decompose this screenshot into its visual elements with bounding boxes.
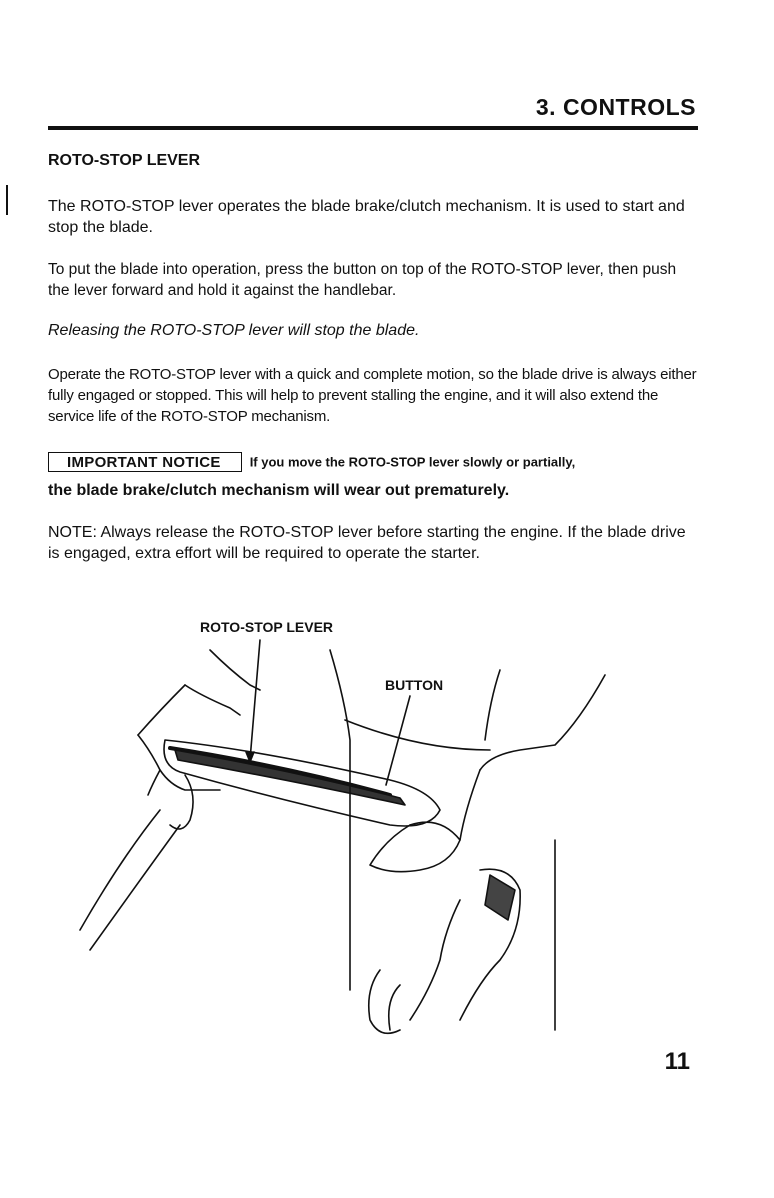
lower-bracket-inner — [387, 984, 401, 1031]
left-handle-bracket — [169, 774, 194, 830]
left-handle-tube-outer — [79, 809, 161, 931]
header-rule — [48, 126, 698, 130]
section-header: 3. CONTROLS — [535, 94, 696, 120]
label-roto-stop-lever: ROTO-STOP LEVER — [200, 619, 333, 635]
left-sleeve-fold — [184, 684, 241, 716]
body-crease — [344, 719, 491, 751]
important-notice-label: IMPORTANT NOTICE — [48, 452, 242, 472]
body-left-edge — [329, 649, 351, 991]
left-sleeve-cuff — [137, 684, 186, 736]
right-sleeve-cuff — [479, 674, 606, 771]
label-button: BUTTON — [385, 677, 443, 693]
paragraph-quick-motion: Operate the ROTO-STOP lever with a quick… — [48, 366, 697, 425]
paragraph-release: Releasing the ROTO-STOP lever will stop … — [48, 322, 420, 339]
control-housing — [459, 868, 521, 1021]
important-notice: IMPORTANT NOTICE If you move the ROTO-STO… — [48, 452, 708, 472]
roto-stop-lever-bar — [174, 749, 406, 806]
left-sleeve-edge — [209, 649, 261, 691]
important-notice-text: If you move the ROTO-STOP lever slowly o… — [249, 454, 576, 470]
lower-bracket — [367, 969, 401, 1035]
leader-line-button — [385, 695, 411, 786]
right-hand-outline — [369, 769, 481, 873]
left-thumb — [147, 769, 161, 796]
control-cable — [409, 899, 461, 1021]
page-number: 11 — [664, 1048, 690, 1075]
revision-bar — [6, 185, 8, 215]
housing-texture — [484, 874, 516, 921]
important-notice-continuation: the blade brake/clutch mechanism will we… — [48, 482, 510, 499]
paragraph-purpose: The ROTO-STOP lever operates the blade b… — [48, 198, 685, 236]
right-sleeve-line — [484, 669, 501, 741]
paragraph-operation: To put the blade into operation, press t… — [48, 261, 677, 299]
section-title: ROTO-STOP LEVER — [48, 152, 201, 169]
grip-texture — [168, 746, 392, 797]
note-paragraph: NOTE: Always release the ROTO-STOP lever… — [48, 524, 686, 562]
right-hand-fingers — [409, 821, 461, 841]
leader-line-lever — [249, 639, 261, 761]
roto-stop-lever-illustration: ROTO-STOP LEVER BUTTON — [79, 619, 606, 1035]
left-handle-tube-inner — [89, 824, 181, 951]
